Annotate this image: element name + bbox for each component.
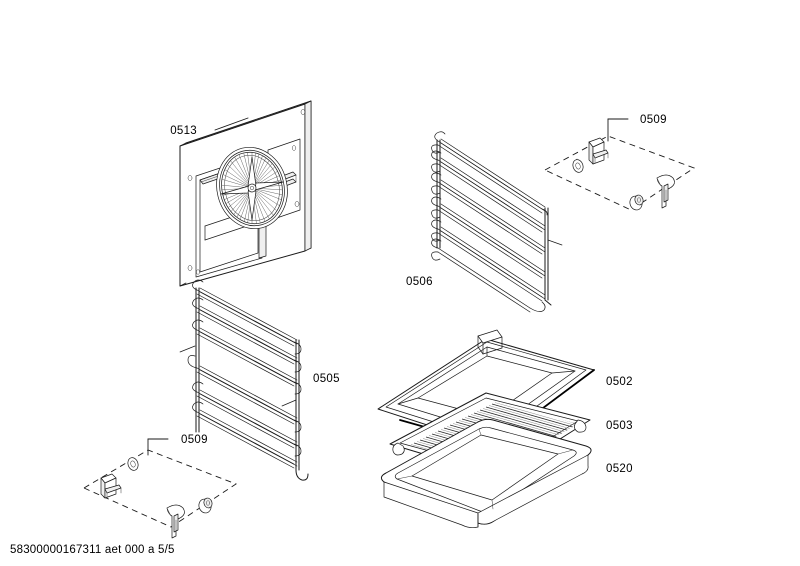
fan-grille xyxy=(216,146,288,230)
panel-screw-holes xyxy=(187,109,306,275)
rack-rails-0506 xyxy=(431,131,548,313)
dashed-zone-0509-bottom-left xyxy=(83,449,237,528)
part-label-0513: 0513 xyxy=(170,125,197,137)
grommet-top xyxy=(127,457,139,471)
grommet-left xyxy=(572,158,584,173)
screw-stud xyxy=(629,194,644,211)
part-label-0520: 0520 xyxy=(606,463,633,475)
part-label-0509-top-right: 0509 xyxy=(640,114,667,126)
footer-reference: 58300000167311 aet 000 a 5/5 xyxy=(10,544,175,556)
part-label-0505: 0505 xyxy=(313,373,340,385)
part-label-0506: 0506 xyxy=(406,276,433,288)
clip-bracket-left xyxy=(100,473,122,499)
pan-handle-tab xyxy=(477,329,503,355)
dashed-zone-0509-top-right xyxy=(543,135,695,211)
screw-stud-right xyxy=(198,497,213,514)
leader-0513 xyxy=(214,117,249,131)
part-0509-fastener-kit-bottom-left: 0509 xyxy=(83,434,237,539)
hook-clip-bottom xyxy=(166,504,185,539)
part-label-0503: 0503 xyxy=(606,420,633,432)
part-0506-side-rack-right: 0506 xyxy=(406,131,563,313)
part-0520-shallow-baking-tray: 0520 xyxy=(380,418,633,529)
part-0505-side-rack-left: 0505 xyxy=(179,279,340,481)
hook-clip-right xyxy=(656,174,675,209)
part-0513-rear-fan-panel: 0513 xyxy=(170,100,312,287)
fan-hub-spokes xyxy=(220,156,284,221)
rack-rails-0505 xyxy=(187,279,302,469)
part-0509-fastener-kit-top-right: 0509 xyxy=(543,114,695,211)
clip-bracket-upper xyxy=(588,137,609,165)
part-label-0509-bottom-left: 0509 xyxy=(181,434,208,446)
part-label-0502: 0502 xyxy=(606,376,633,388)
